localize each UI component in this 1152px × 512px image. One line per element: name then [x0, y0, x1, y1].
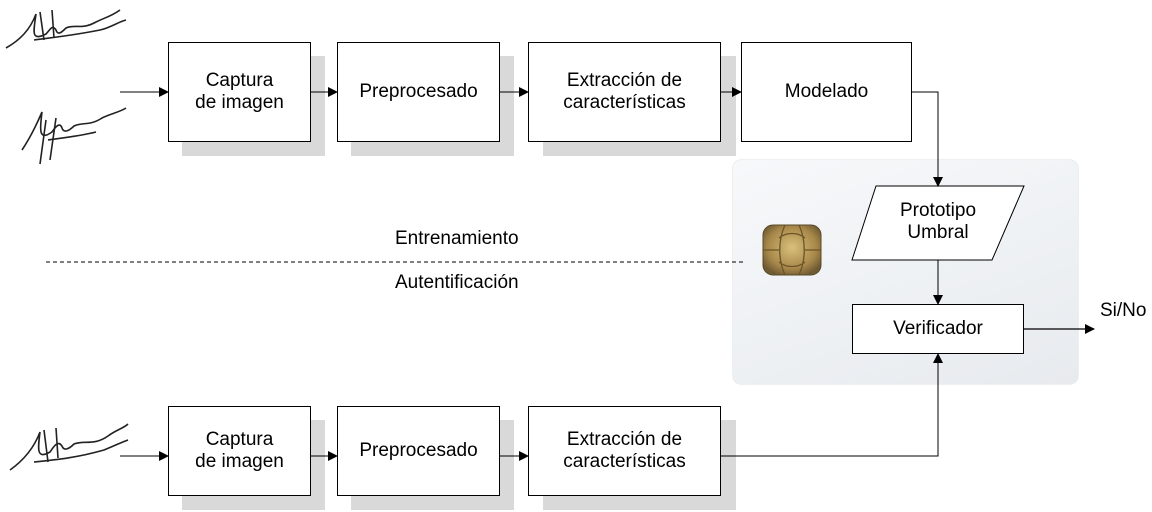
prototype-shape	[851, 185, 1025, 261]
verifier-label: Verificador	[893, 318, 983, 339]
auth-preprocess-label: Preprocesado	[359, 440, 478, 461]
training-feature-extraction-box: Extracción de características	[528, 42, 721, 142]
signature-image-2	[21, 107, 127, 165]
auth-feature-extraction-box: Extracción de características	[528, 406, 721, 496]
training-phase-label: Entrenamiento	[395, 228, 519, 249]
auth-preprocess-box: Preprocesado	[337, 406, 500, 496]
signature-image-3	[9, 423, 129, 471]
auth-capture-label: Captura de imagen	[195, 429, 284, 472]
modeling-box: Modelado	[741, 42, 912, 142]
auth-feature-extraction-label: Extracción de características	[563, 429, 686, 472]
training-capture-box: Captura de imagen	[168, 42, 311, 142]
output-label: Si/No	[1100, 300, 1147, 321]
authentication-phase-label: Autentificación	[395, 272, 519, 293]
training-capture-label: Captura de imagen	[195, 70, 284, 113]
training-preprocess-label: Preprocesado	[359, 81, 478, 102]
prototype-label: Prototipo Umbral	[899, 200, 977, 243]
chip-icon	[762, 224, 822, 276]
modeling-label: Modelado	[784, 81, 869, 102]
verifier-box: Verificador	[852, 304, 1024, 354]
signature-image-1	[5, 9, 127, 49]
training-preprocess-box: Preprocesado	[337, 42, 500, 142]
training-feature-extraction-label: Extracción de características	[563, 70, 686, 113]
